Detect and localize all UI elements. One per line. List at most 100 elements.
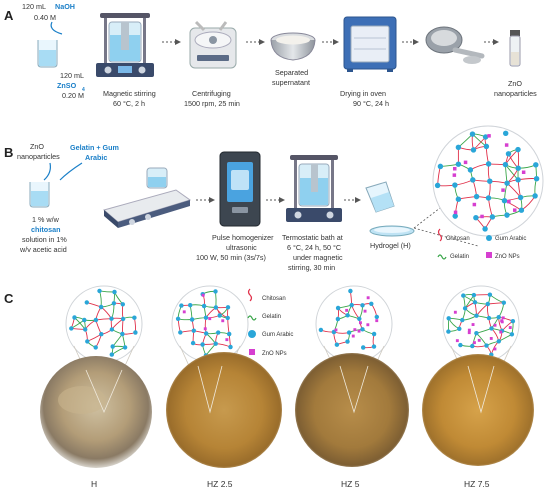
gum-arabic-node [457,326,462,332]
gum-arabic-node [335,316,341,322]
zno-particle [334,328,338,332]
gum-arabic-node [217,313,222,318]
zno-particle [471,323,475,326]
znso4-subscript: 4 [82,87,85,93]
legend-c-zno-swatch [249,349,255,355]
gum-arabic-node [501,300,507,305]
sample-label-hz5: HZ 5 [341,479,360,489]
zno-particle [351,334,355,338]
gum-arabic-node [486,315,492,321]
gum-arabic-node [371,331,377,337]
beaker-b-icon [29,182,50,208]
zno-particle [452,173,457,177]
gum-arabic-node [502,161,509,168]
zno-particle [453,210,458,215]
gum-arabic-node [178,330,183,335]
gum-arabic-node [470,177,476,183]
gum-arabic-node [189,317,195,322]
zno-particle [493,323,497,327]
gum-arabic-node [434,182,441,189]
magnetic-stirrer-icon [96,13,154,77]
gum-arabic-node [482,134,489,140]
gum-arabic-node [179,303,184,308]
hotplate-stirrer-icon [102,167,192,228]
panel-b-label: B [4,145,13,160]
naoh-name: NaOH [55,2,75,11]
zno-particle [487,134,491,138]
gum-arabic-node [109,316,114,321]
gum-arabic-node [533,175,540,182]
gum-arabic-node [489,214,496,220]
gum-arabic-node [518,207,525,213]
zno-particle [453,310,457,314]
gum-arabic-node [474,330,479,336]
step5-line1: ZnO [508,79,522,88]
panel-c-label: C [4,291,14,306]
zno-particle [508,326,512,329]
gum-arabic-node [187,302,193,308]
panel-a-label: A [4,8,14,23]
zno-particle [493,347,497,351]
gum-arabic-node [462,306,468,311]
gum-arabic-node [334,342,340,347]
legend-b-zno: ZnO NPs [495,254,520,260]
gum-arabic-node [85,339,90,344]
gum-arabic-node [485,195,492,201]
gum-arabic-node [98,304,104,310]
legend-b-chitosan: Chitosan [446,236,470,242]
zno-particle [455,339,459,343]
gum-arabic-node [120,331,125,337]
zno-particle [221,319,225,323]
znso4-name: ZnSO [57,81,77,90]
gum-arabic-node [122,345,128,350]
homogenizer-line2: ultrasonic [226,243,257,252]
sample-dish-h [40,356,152,468]
gum-arabic-node [225,315,230,321]
zno-particle [480,214,484,219]
gum-arabic-node [455,161,462,167]
zno-pour-arrow [43,162,51,181]
gum-arabic-node [502,130,509,137]
gum-arabic-node [455,144,462,151]
gum-arabic-node [203,315,209,320]
gum-arabic-node [452,213,458,219]
network-circle-hz25 [171,285,249,363]
chitosan-line2: chitosan [31,225,61,234]
naoh-concentration: 0.40 M [34,13,56,22]
legend-c-gelatin-swatch [247,315,257,321]
chitosan-line3: solution in 1% [22,235,67,244]
zno-particle [500,320,504,324]
homogenizer-line1: Pulse homogenizer [212,233,274,242]
zno-particle [467,328,471,332]
zno-particle [501,316,505,320]
gelatin-line2: Arabic [85,153,107,162]
gum-arabic-node [346,330,352,335]
zno-particle [463,160,468,165]
sample-label-h: H [91,479,97,489]
bowl-icon [270,32,316,61]
gum-arabic-node [532,193,538,199]
gum-arabic-node [455,196,462,202]
gum-arabic-node [213,305,219,310]
gum-arabic-node [473,193,480,200]
gum-arabic-node [460,317,465,323]
gum-arabic-node [504,180,510,186]
hydrogel-dish-icon [369,225,415,237]
bath-line2: 6 °C, 24 h, 50 °C [287,243,341,252]
zno-particle [499,330,503,334]
gum-arabic-node [200,342,205,347]
gum-arabic-node [374,314,380,320]
gum-arabic-node [335,305,341,311]
gum-arabic-node [369,301,374,307]
gum-arabic-node [510,318,516,324]
zno-particle [489,337,493,340]
mortar-pestle-icon [425,26,485,64]
sample-dish-hz75 [422,354,534,466]
gum-arabic-node [110,344,115,349]
zno-particle [467,331,471,335]
sample-dish-hz5 [295,353,409,467]
gum-arabic-node [345,339,350,344]
legend-zno-swatch [486,252,492,258]
gum-arabic-node [82,317,87,323]
gum-arabic-node [360,303,365,308]
